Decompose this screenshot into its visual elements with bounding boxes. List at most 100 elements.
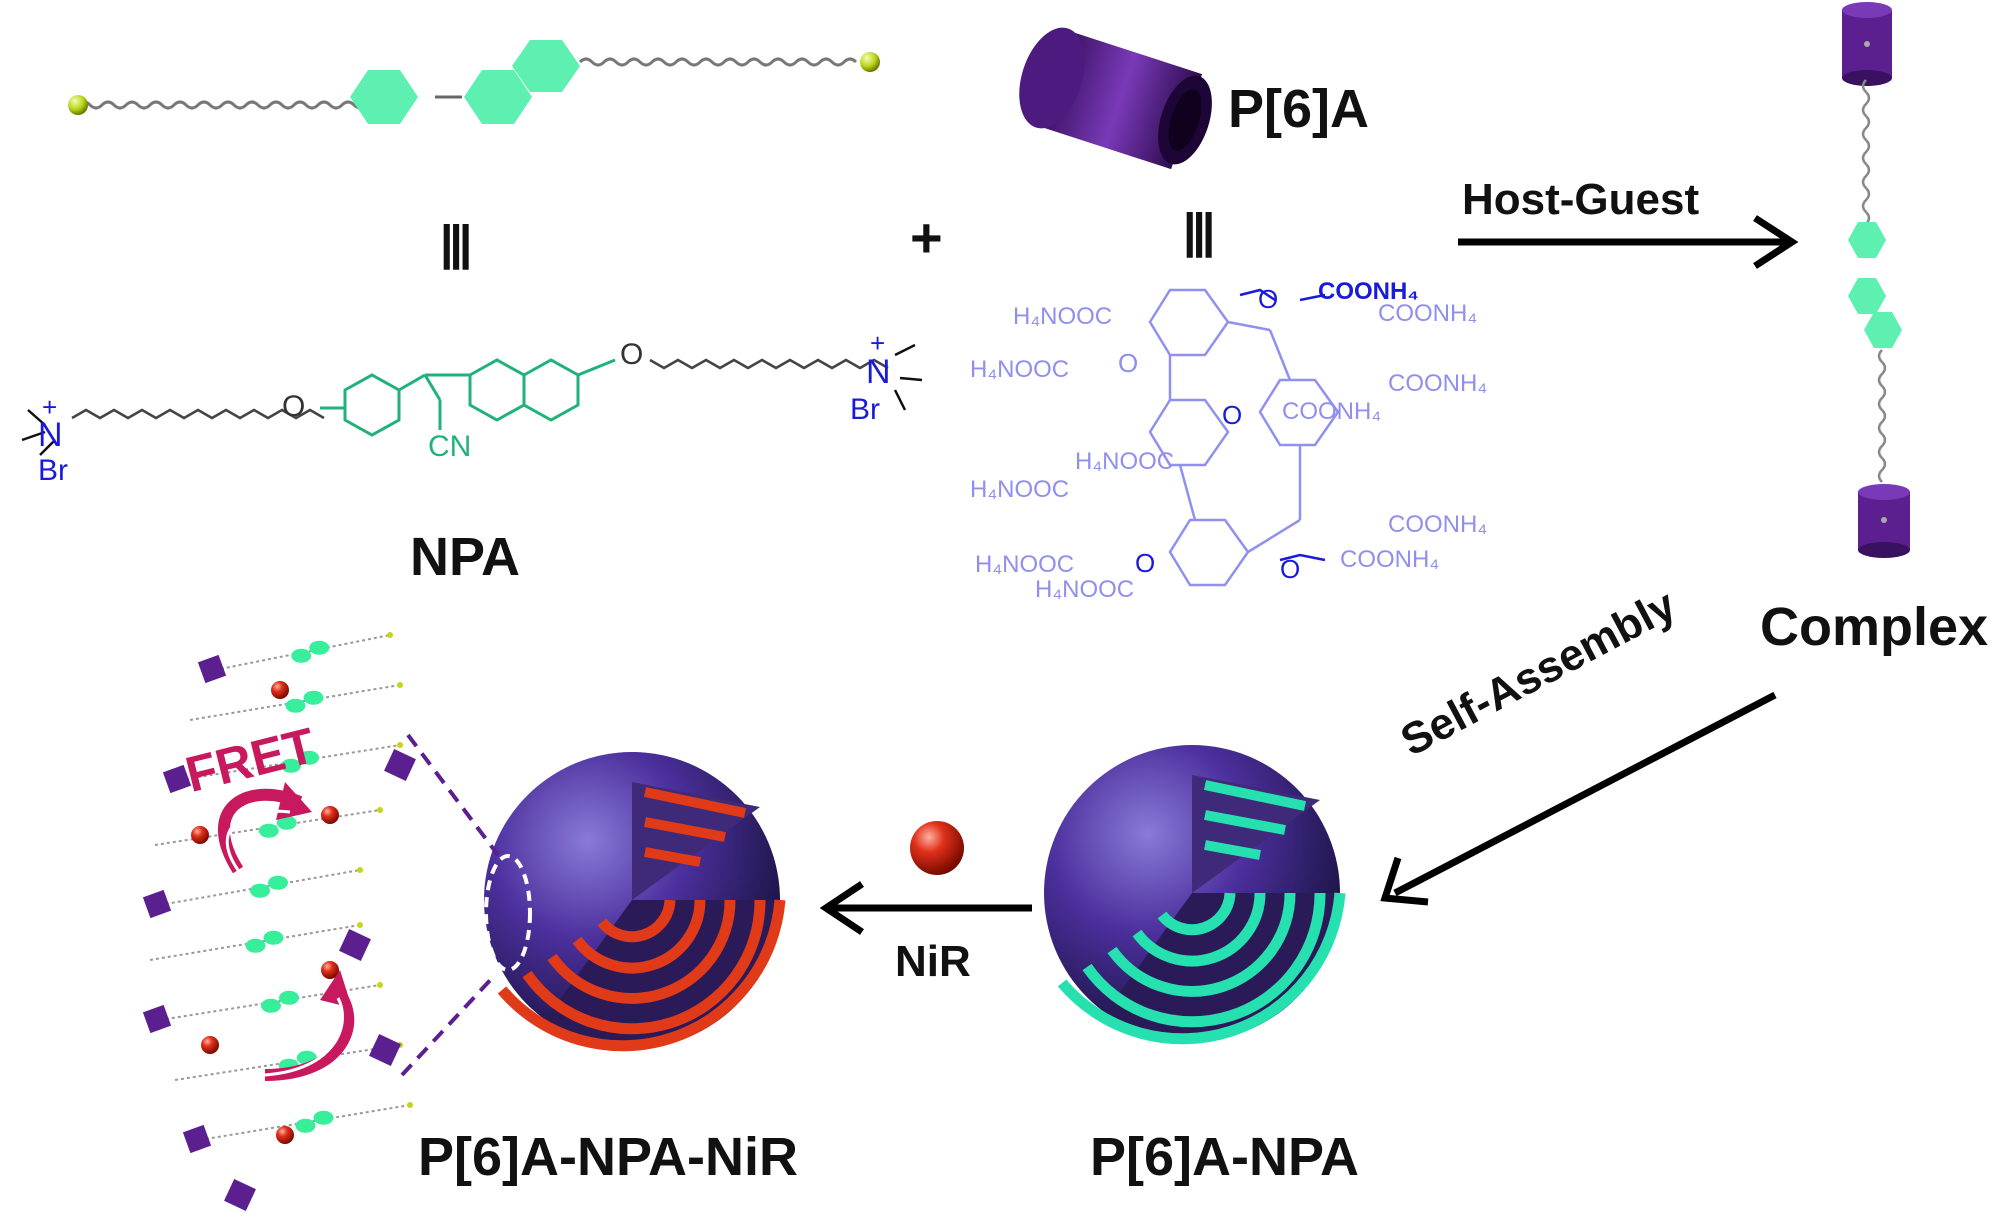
chain-end-ball: [407, 1102, 413, 1108]
complex-hexagon: [1848, 278, 1886, 314]
zoom-p6a-cylinder: [142, 889, 172, 919]
npa-oxygen: O: [620, 338, 644, 371]
zoomed-assembly: [142, 632, 416, 1211]
zoom-hexagon: [276, 815, 297, 830]
zoom-nir-ball: [201, 1036, 219, 1054]
zoom-chain: [159, 869, 361, 906]
npa-label: NPA: [410, 527, 521, 587]
npa-n-right: N: [866, 353, 891, 391]
zoom-chain: [174, 1044, 401, 1081]
npa-charge-left: +: [42, 392, 58, 422]
p6a-group: COONH₄: [1378, 300, 1478, 327]
self-assembly-arrow: [1393, 691, 1777, 897]
zoom-hexagon: [313, 1110, 334, 1125]
zoom-hexagon: [279, 990, 299, 1005]
p6a-oxygen: O: [1222, 400, 1243, 430]
p6a-group: H₄NOOC: [975, 551, 1075, 578]
chain-end-ball: [387, 632, 393, 638]
chain-end-ball: [357, 867, 363, 873]
p6a-group: H₄NOOC: [1035, 576, 1135, 603]
chain-end-ball: [397, 742, 403, 748]
npa-cartoon: [68, 40, 880, 124]
npa-br-left: Br: [38, 454, 68, 487]
zoom-hexagon: [268, 875, 288, 890]
p6a-npa-nir-label: P[6]A-NPA-NiR: [418, 1127, 798, 1187]
p6a-group: COONH₄: [1388, 511, 1488, 538]
p6a-group: COONH₄: [1282, 398, 1382, 425]
zoom-p6a-cylinder: [339, 929, 371, 961]
zoom-hexagon: [291, 648, 312, 663]
zoom-line: [400, 973, 497, 1077]
p6a-npa-nir-sphere: [484, 752, 786, 1052]
zoom-nir-ball: [321, 961, 339, 979]
zoom-p6a-cylinder: [369, 1034, 401, 1066]
plus-sign: +: [910, 206, 943, 269]
zoom-nir-ball: [321, 806, 339, 824]
host-guest-label: Host-Guest: [1462, 175, 1700, 224]
zoom-p6a-cylinder: [182, 1124, 212, 1154]
chain-end-ball: [68, 95, 88, 115]
complex-hexagon: [1848, 222, 1886, 258]
p6a-skeleton-dark: [1239, 288, 1326, 562]
zoom-line: [406, 733, 500, 857]
zoom-chain: [159, 984, 381, 1021]
zoom-hexagon: [245, 938, 266, 953]
zoom-p6a-cylinder: [197, 654, 227, 684]
complex-cartoon: [1842, 2, 1910, 558]
p6a-npa-sphere: [1044, 745, 1346, 1045]
zoom-nir-ball: [191, 826, 209, 844]
npa-hexagon: [350, 70, 418, 124]
zoom-hexagon: [295, 1118, 316, 1133]
p6a-skeleton: [1148, 288, 1340, 587]
zoom-hexagon: [261, 998, 281, 1013]
npa-hexagon: [464, 70, 532, 124]
zoom-chain: [179, 744, 401, 781]
complex-hexagon: [1864, 312, 1902, 348]
zoom-hexagon: [309, 640, 330, 655]
npa-chain-right: [578, 57, 858, 67]
zoom-p6a-cylinder: [384, 749, 416, 781]
chain-end-ball: [377, 807, 383, 813]
zoom-hexagon: [285, 698, 306, 713]
zoom-hexagon: [258, 823, 279, 838]
p6a-group: H₄NOOC: [970, 476, 1070, 503]
zoom-hexagon: [303, 690, 324, 705]
p6a-group: COONH₄: [1340, 546, 1440, 573]
zoom-p6a-cylinder: [162, 764, 192, 794]
chain-end-ball: [397, 682, 403, 688]
zoom-hexagon: [263, 930, 284, 945]
complex-label: Complex: [1760, 597, 1989, 657]
p6a-group: COONH₄: [1318, 278, 1419, 305]
nir-label: NiR: [895, 937, 971, 986]
npa-skeleton-ammonium: [21, 343, 923, 456]
zoom-p6a-cylinder: [224, 1179, 256, 1211]
chain-end-ball: [357, 922, 363, 928]
p6a-group: H₄NOOC: [1013, 303, 1113, 330]
npa-br-right: Br: [850, 393, 880, 426]
zoom-p6a-cylinder: [142, 1004, 172, 1034]
chain-end-ball: [377, 982, 383, 988]
p6a-npa-label: P[6]A-NPA: [1090, 1127, 1359, 1187]
p6a-group: H₄NOOC: [970, 356, 1070, 383]
p6a-cylinder: [1019, 27, 1212, 170]
highlight-ellipse: [484, 854, 532, 972]
npa-nitrile: CN: [428, 430, 472, 463]
zoom-hexagon: [250, 883, 270, 898]
npa-chain-left: [76, 100, 380, 110]
p6a-group: H₄NOOC: [1075, 448, 1175, 475]
npa-hexagon: [512, 40, 580, 92]
chain-end-ball: [860, 52, 880, 72]
p6a-oxygen: O: [1135, 548, 1156, 578]
zoom-nir-ball: [271, 681, 289, 699]
zoom-hexagon: [281, 758, 301, 773]
npa-charge-right: +: [870, 328, 886, 358]
npa-oxygen: O: [282, 390, 306, 423]
p6a-label: P[6]A: [1228, 79, 1370, 139]
zoom-hexagon: [299, 750, 319, 765]
p6a-group: COONH₄: [1388, 370, 1488, 397]
p6a-oxygen: O: [1280, 554, 1301, 584]
nir-ball: [910, 821, 964, 875]
npa-n-left: N: [38, 416, 63, 454]
